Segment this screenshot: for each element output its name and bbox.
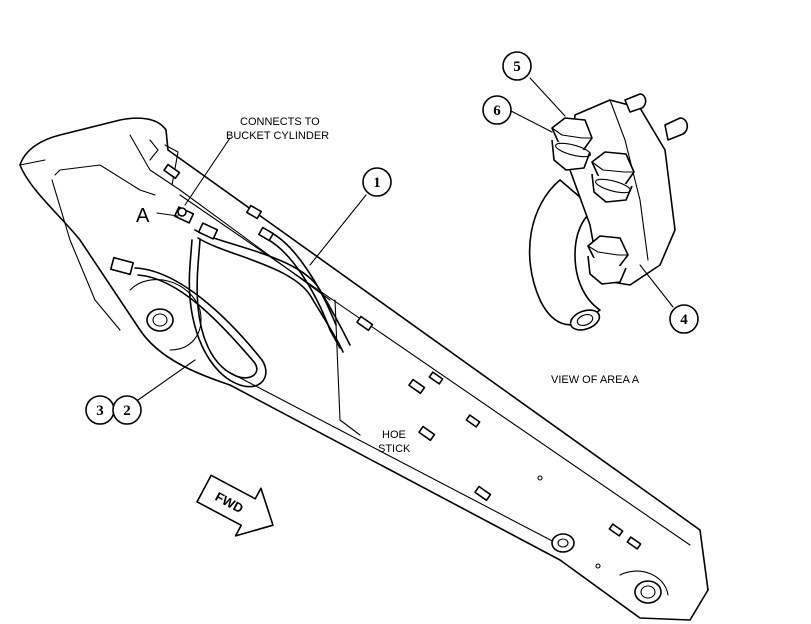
callout-1-text: 1 bbox=[373, 175, 381, 191]
hoe-label-line2: STICK bbox=[378, 443, 411, 455]
hose-1 bbox=[194, 204, 351, 353]
callout-2: 2 bbox=[112, 395, 142, 425]
callout-6: 6 bbox=[482, 95, 512, 125]
leader-lines bbox=[137, 77, 674, 401]
hoe-label-line1: HOE bbox=[382, 429, 406, 441]
callout-4: 4 bbox=[669, 304, 699, 334]
callout-6-text: 6 bbox=[493, 103, 501, 119]
callout-5: 5 bbox=[502, 51, 532, 81]
connects-label-line1: CONNECTS TO bbox=[240, 116, 320, 128]
forward-arrow: FWD bbox=[196, 474, 274, 537]
callout-3: 3 bbox=[85, 395, 115, 425]
callout-4-text: 4 bbox=[680, 312, 688, 328]
area-a-marker: A bbox=[136, 205, 150, 227]
callout-5-text: 5 bbox=[513, 59, 521, 75]
area-a-fitting bbox=[528, 93, 689, 331]
callout-2-text: 2 bbox=[123, 403, 131, 419]
connects-label-line2: BUCKET CYLINDER bbox=[226, 130, 329, 142]
view-caption: VIEW OF AREA A bbox=[551, 374, 640, 386]
callout-3-text: 3 bbox=[96, 403, 104, 419]
callout-1: 1 bbox=[362, 167, 392, 197]
hose-2-3 bbox=[109, 206, 267, 388]
hoe-stick bbox=[19, 117, 709, 621]
